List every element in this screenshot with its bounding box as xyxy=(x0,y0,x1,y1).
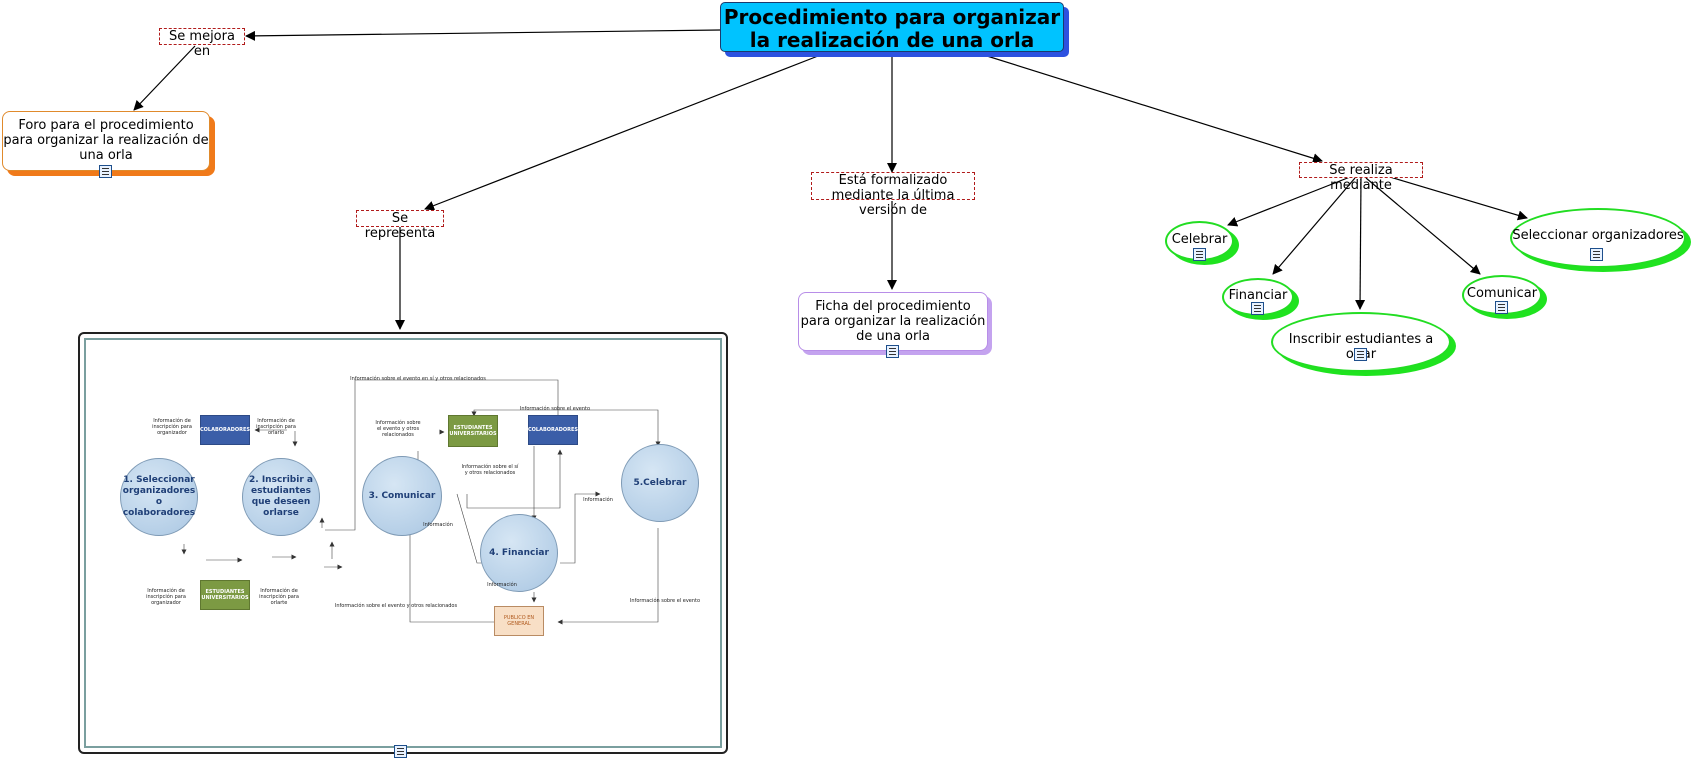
edge-mejora-foro xyxy=(133,45,196,111)
document-icon[interactable] xyxy=(886,345,899,358)
ficha-node[interactable]: Ficha del procedimiento para organizar l… xyxy=(798,292,988,351)
entity-colaboradores: COLABORADORES xyxy=(528,415,578,445)
flow-label: Información de inscripción para orlarte xyxy=(259,588,299,606)
document-icon[interactable] xyxy=(1193,248,1206,261)
flow-label: Información de inscripción para organiza… xyxy=(146,588,186,606)
foro-label: Foro para el procedimiento para organiza… xyxy=(3,118,209,163)
link-label-mejora[interactable]: Se mejora en xyxy=(159,28,245,59)
edge-realiza-seleccionar xyxy=(1389,176,1528,221)
step-label: Seleccionar organizadores xyxy=(1512,228,1684,243)
entity-estudiantes: ESTUDIANTES UNIVERSITARIOS xyxy=(200,580,250,610)
edge-title-representa xyxy=(424,55,819,211)
flow-label: Información sobre el evento y otros rela… xyxy=(375,420,421,438)
edge-title-mejora xyxy=(245,29,721,41)
step-inscribir[interactable]: Inscribir estudiantes a orlar xyxy=(1271,312,1451,372)
main-title: Procedimiento para organizar la realizac… xyxy=(723,5,1061,52)
step-label: Financiar xyxy=(1228,288,1288,303)
process-comunicar: 3. Comunicar xyxy=(362,456,442,536)
entity-estudiantes: ESTUDIANTES UNIVERSITARIOS xyxy=(448,415,498,447)
flow-label: Información de inscripción para orlarlo xyxy=(256,418,296,436)
document-icon[interactable] xyxy=(99,165,112,178)
flow-label: Información sobre el evento xyxy=(629,598,701,604)
process-seleccionar: 1. Seleccionar organizadores o colaborad… xyxy=(120,458,198,536)
edge-realiza-comunicar xyxy=(1365,177,1481,275)
document-icon[interactable] xyxy=(1354,348,1367,361)
flow-label: Información sobre el evento xyxy=(519,406,591,412)
link-label-realiza[interactable]: Se realiza mediante xyxy=(1299,162,1423,193)
ficha-label: Ficha del procedimiento para organizar l… xyxy=(800,299,986,344)
edge-title-realiza xyxy=(986,55,1323,164)
process-financiar: 4. Financiar xyxy=(480,514,558,592)
step-label: Inscribir estudiantes a orlar xyxy=(1288,332,1434,362)
edge-realiza-financiar xyxy=(1272,177,1356,275)
document-icon[interactable] xyxy=(1495,301,1508,314)
flow-label: Información xyxy=(583,497,613,503)
foro-node[interactable]: Foro para el procedimiento para organiza… xyxy=(2,111,210,171)
step-comunicar[interactable]: Comunicar xyxy=(1462,275,1542,315)
flow-label: Información sobre el evento y otros rela… xyxy=(334,603,458,609)
flow-label: Información xyxy=(423,522,453,528)
step-seleccionar[interactable]: Seleccionar organizadores xyxy=(1510,208,1686,268)
edge-realiza-celebrar xyxy=(1227,176,1351,227)
process-celebrar: 5.Celebrar xyxy=(621,444,699,522)
document-icon[interactable] xyxy=(1251,302,1264,315)
step-label: Celebrar xyxy=(1171,232,1228,247)
entity-publico: PUBLICO EN GENERAL xyxy=(494,606,544,636)
dataflow-diagram-image[interactable]: 1. Seleccionar organizadores o colaborad… xyxy=(78,332,728,754)
main-title-node[interactable]: Procedimiento para organizar la realizac… xyxy=(720,2,1064,52)
dataflow-lines xyxy=(181,379,661,625)
step-label: Comunicar xyxy=(1466,286,1538,301)
entity-colaboradores: COLABORADORES xyxy=(200,415,250,445)
link-label-formalizado[interactable]: Está formalizado mediante la última vers… xyxy=(811,172,975,218)
flow-label: Información sobre el evento en sí y otro… xyxy=(350,376,486,382)
link-label-representa[interactable]: Se representa xyxy=(356,210,444,241)
step-financiar[interactable]: Financiar xyxy=(1222,278,1294,316)
flow-label: Información xyxy=(487,582,517,588)
process-inscribir: 2. Inscribir a estudiantes que deseen or… xyxy=(242,458,320,536)
document-icon[interactable] xyxy=(394,745,407,758)
document-icon[interactable] xyxy=(1590,248,1603,261)
flow-label: Información sobre el sí y otros relacion… xyxy=(461,464,519,476)
flow-label: Información de inscripción para organiza… xyxy=(152,418,192,436)
edge-realiza-inscribir xyxy=(1355,177,1366,310)
